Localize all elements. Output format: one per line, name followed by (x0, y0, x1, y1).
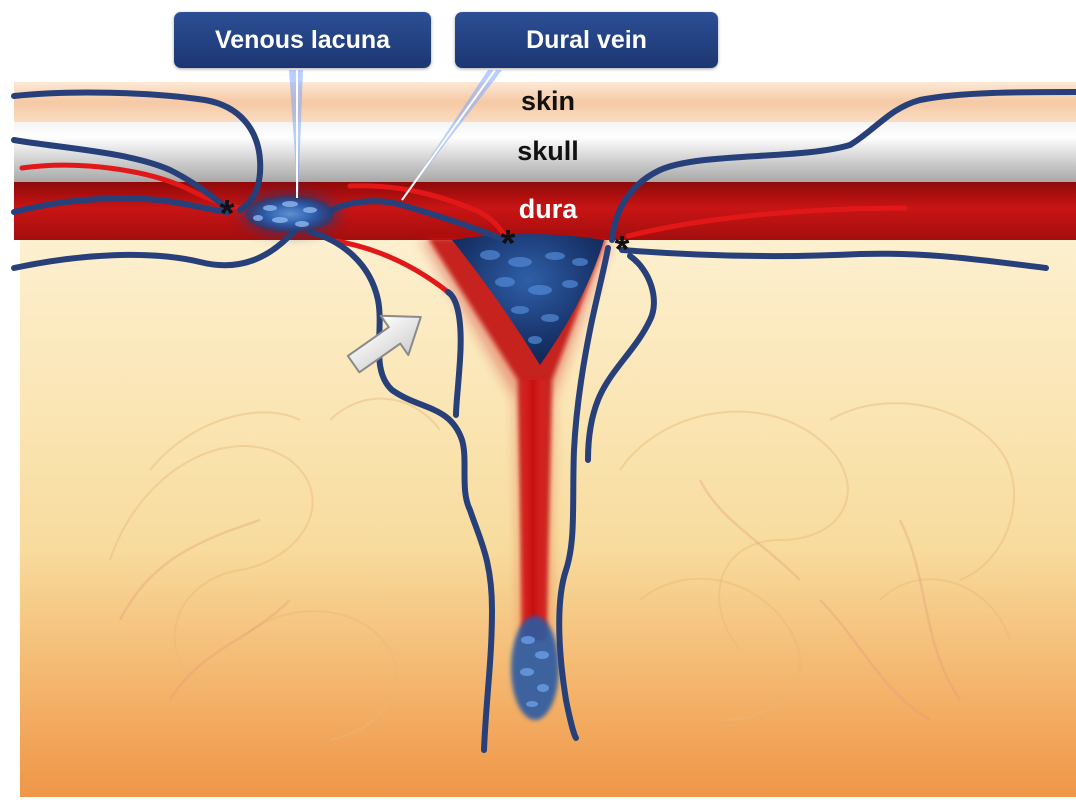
inferior-falx (518, 380, 548, 640)
asterisk-marker-right: * (615, 229, 630, 271)
dura-label: dura (478, 194, 618, 224)
skull-label: skull (478, 136, 618, 166)
skin-label: skin (478, 86, 618, 116)
asterisk-marker-left: * (220, 193, 235, 235)
asterisk-marker-center: * (501, 223, 516, 265)
dural-vein-callout: Dural vein (455, 12, 718, 68)
venous-lacuna-callout: Venous lacuna (174, 12, 431, 68)
